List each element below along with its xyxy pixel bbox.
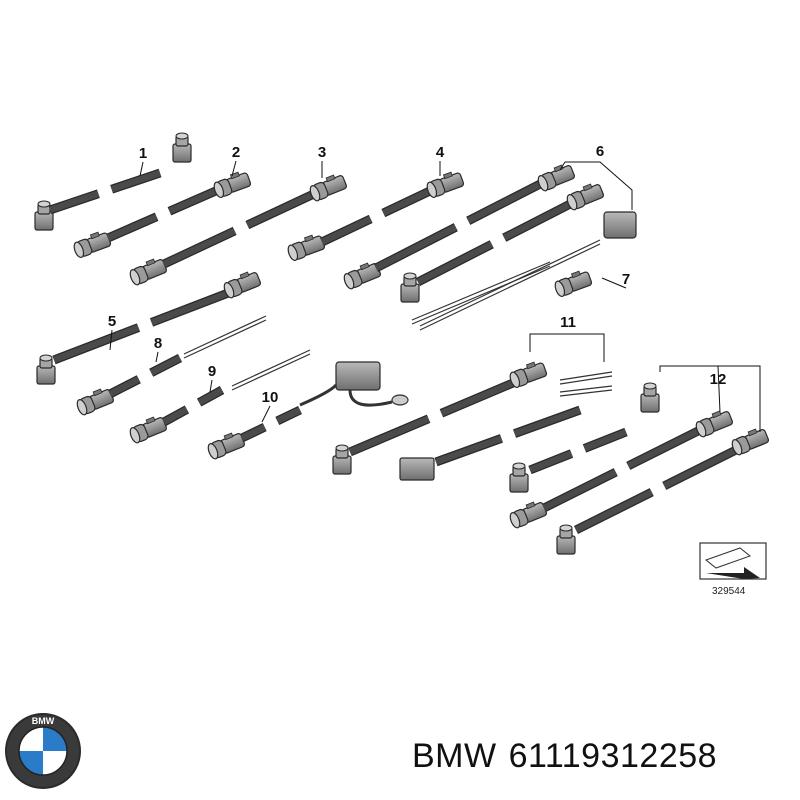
part-6-plug-c [566, 183, 605, 211]
part-12-plug-a [509, 501, 548, 529]
part-9-cable [161, 386, 225, 426]
callout-6: 6 [596, 143, 604, 160]
callout-12: 12 [710, 371, 727, 388]
callout-2: 2 [232, 144, 240, 161]
part-12-elbow-b [556, 524, 576, 555]
part-6-wires-a [411, 261, 551, 325]
part-number: 61119312258 [508, 737, 718, 775]
part-11-flat-connector [399, 457, 435, 481]
callout-10: 10 [262, 389, 279, 406]
part-3-plug-a [129, 258, 168, 286]
leader-line-2 [231, 160, 237, 177]
part-12-elbow-top [640, 382, 660, 413]
part-11-cable-a [348, 375, 522, 457]
callout-11: 11 [560, 314, 576, 331]
leader-line-5 [109, 329, 113, 351]
part-12-cable-a [528, 427, 628, 475]
part-10-module [335, 361, 381, 391]
leader-line-6 [565, 161, 633, 210]
reference-arrow-icon [699, 542, 767, 580]
leader-line-11 [529, 333, 605, 362]
part-1-elbow-top [172, 132, 192, 163]
part-12-plug-c [731, 428, 770, 456]
bmw-logo-icon: BMW [5, 713, 81, 789]
part-4-plug-b [426, 171, 465, 199]
leader-line-7 [601, 277, 627, 289]
part-4-plug-a [287, 234, 326, 262]
part-8-cable [107, 353, 183, 399]
part-6-cable-a [373, 175, 551, 273]
leader-line-12b [717, 365, 721, 413]
part-12-plug-b [695, 410, 734, 438]
logo-lettering: BMW [32, 716, 55, 726]
leader-line-9 [209, 379, 213, 393]
part-12-elbow-a [509, 462, 529, 493]
part-10-cable [240, 405, 302, 443]
part-7-plug [554, 270, 593, 298]
leader-line-12 [659, 365, 761, 432]
leader-line-8 [155, 351, 159, 363]
part-6-elbow [400, 272, 420, 303]
part-10-plug [207, 432, 246, 460]
part-2-plug-a [73, 231, 112, 259]
part-2-cable [106, 185, 220, 243]
part-3-plug-b [309, 174, 348, 202]
part-6-cable-b [415, 195, 581, 287]
part-5-cable [52, 285, 238, 365]
part-9-wire [231, 349, 311, 391]
callout-4: 4 [436, 144, 445, 161]
callout-5: 5 [108, 313, 116, 330]
part-2-plug-b [213, 171, 252, 199]
part-5-plug [223, 271, 262, 299]
part-5-elbow [36, 354, 56, 385]
callout-7: 7 [622, 271, 630, 288]
callout-3: 3 [318, 144, 326, 161]
callout-9: 9 [208, 363, 216, 380]
part-6-plug-b [537, 164, 576, 192]
part-6-multi-connector [603, 211, 637, 239]
part-8-plug-a [76, 388, 115, 416]
part-11-wires-a [559, 371, 613, 385]
product-caption: BMW 61119312258 [412, 737, 729, 776]
part-9-plug [129, 416, 168, 444]
callout-8: 8 [154, 335, 162, 352]
part-12-cable-b [541, 425, 703, 513]
part-4-cable [320, 185, 434, 247]
leader-line-1 [139, 161, 144, 177]
part-11-plug [509, 361, 548, 389]
part-3-cable [162, 187, 320, 269]
reference-number: 329544 [712, 586, 746, 597]
part-8-wire [183, 315, 267, 359]
part-11-elbow [332, 444, 352, 475]
part-11-cable-b [434, 405, 582, 467]
part-10-ring-terminal [391, 394, 409, 406]
leader-line-6b [559, 161, 566, 171]
part-12-cable-c [573, 443, 743, 535]
part-11-wires-b [559, 385, 613, 397]
part-6-wires-b [419, 239, 601, 331]
part-1-cable [48, 168, 162, 215]
part-6-plug-a [343, 262, 382, 290]
part-10-ground-wire [299, 383, 393, 407]
leader-line-10 [261, 405, 271, 423]
brand-name: BMW [412, 737, 497, 775]
callout-1: 1 [139, 145, 147, 162]
